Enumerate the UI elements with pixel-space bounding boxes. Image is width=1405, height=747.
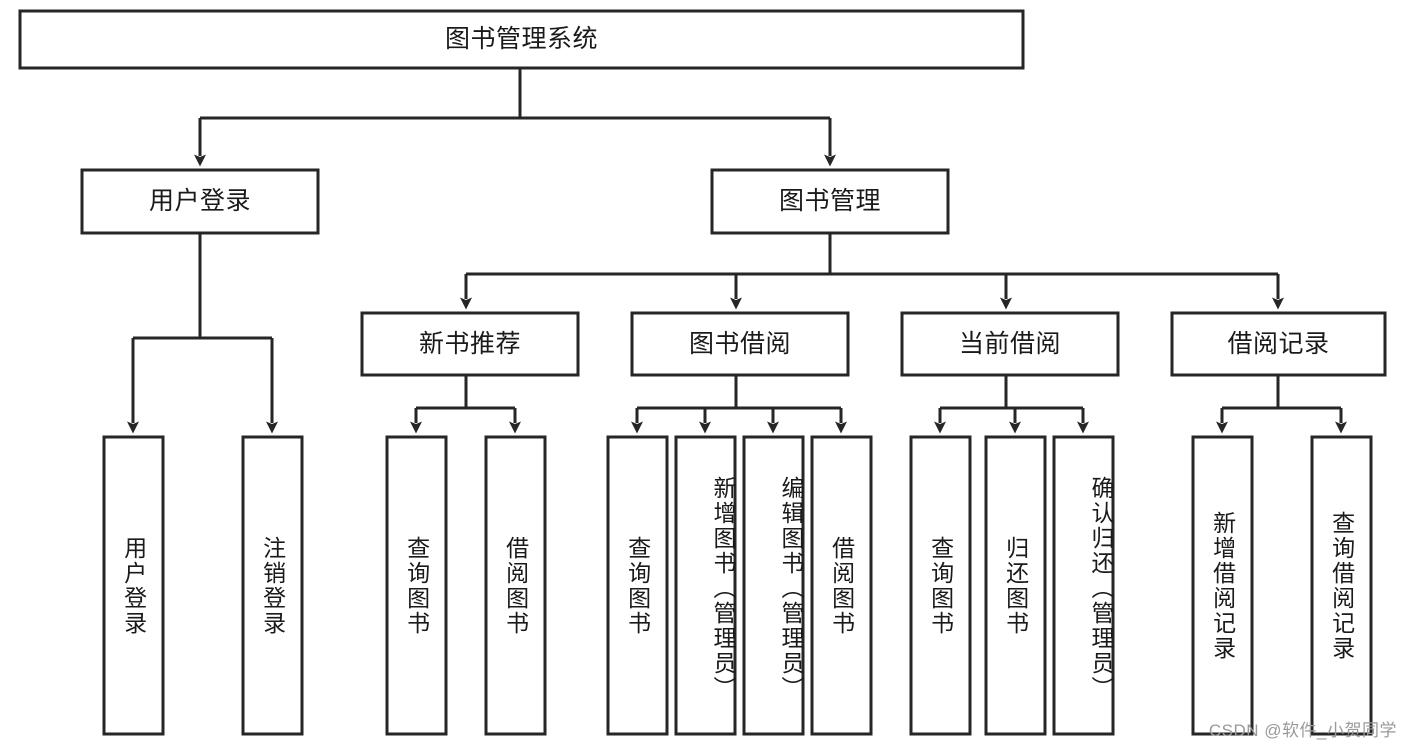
node-box-leaf-query-borrow-record[interactable] [1310,435,1373,736]
node-box-leaf-return-book[interactable] [984,435,1047,736]
node-box-leaf-edit-book-admin[interactable] [742,435,805,736]
node-box-book-borrow[interactable] [630,311,850,377]
node-box-root[interactable] [18,9,1025,70]
connector-group-user-login [127,233,278,434]
connector-group-borrow-record [1216,375,1347,434]
node-box-new-book-recommend[interactable] [360,311,580,377]
node-box-user-login[interactable] [80,168,320,235]
node-box-book-management[interactable] [710,168,950,235]
node-box-leaf-logout[interactable] [241,435,304,736]
node-box-leaf-confirm-return-admin[interactable] [1052,435,1115,736]
connector-group-book-management [460,233,1284,310]
node-box-leaf-query-books-current[interactable] [909,435,972,736]
node-box-leaf-query-books-borrow[interactable] [606,435,669,736]
connector-group-current-borrow [934,375,1089,434]
node-box-leaf-borrow-book[interactable] [810,435,873,736]
node-box-current-borrow[interactable] [900,311,1120,377]
node-box-leaf-query-books-recommend[interactable] [385,435,448,736]
node-box-leaf-add-book-admin[interactable] [674,435,737,736]
connector-group-root [194,68,836,167]
node-box-leaf-user-login[interactable] [102,435,165,736]
node-box-leaf-borrow-books-recommend[interactable] [484,435,547,736]
csdn-watermark: CSDN @软件_小贺同学 [1208,721,1397,740]
connector-group-book-borrow [631,375,847,434]
node-box-leaf-add-borrow-record[interactable] [1191,435,1254,736]
connector-group-new-book-recommend [410,375,521,434]
node-box-borrow-record[interactable] [1170,311,1387,377]
